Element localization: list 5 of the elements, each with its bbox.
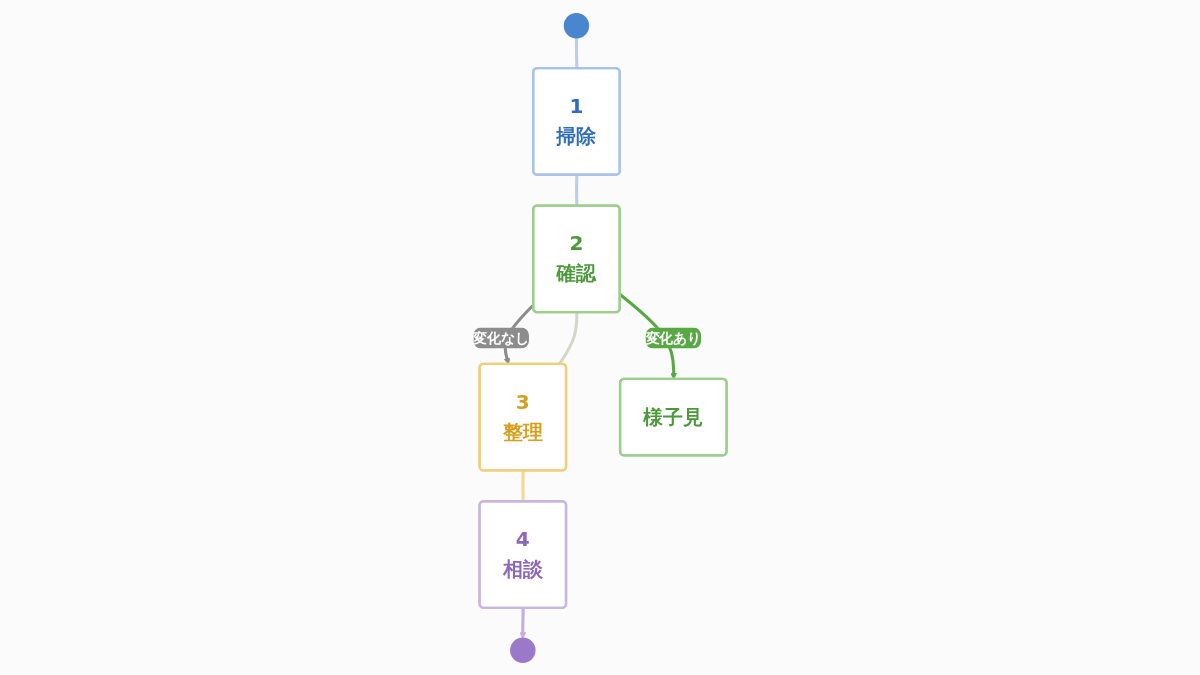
edge-label: 変化あり xyxy=(645,329,702,346)
connector xyxy=(575,174,579,206)
node-circle xyxy=(510,637,536,663)
arrow xyxy=(519,607,527,639)
node-circle xyxy=(563,12,590,38)
